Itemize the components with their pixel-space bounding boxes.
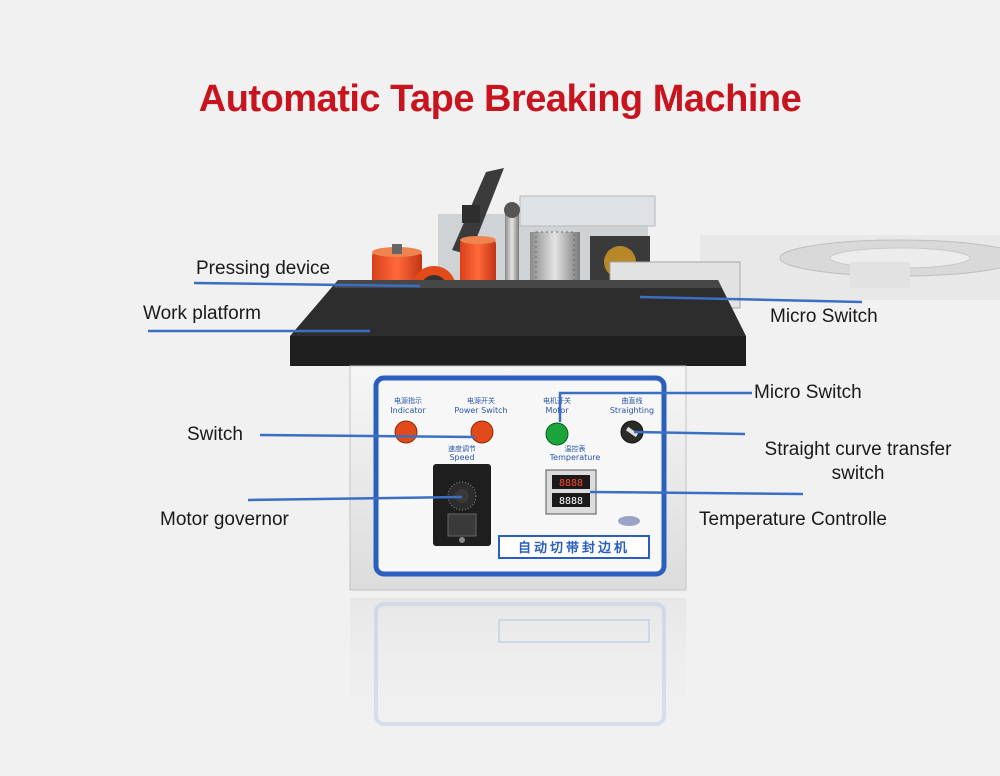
temp-display-1: 8888 <box>559 478 583 489</box>
work-platform <box>290 280 746 366</box>
straight-cn-label: 曲直线 <box>622 396 643 405</box>
tape-reel <box>700 235 1000 300</box>
callout-micro-switch-motor: Micro Switch <box>754 382 862 403</box>
temp-en-label: Temperature <box>549 453 601 462</box>
temp-display-2: 8888 <box>559 496 583 507</box>
indicator-cn-label: 电源指示 <box>394 396 422 405</box>
leader-micro-switch-top <box>639 295 863 304</box>
leader-straight-curve <box>633 430 746 436</box>
callout-pressing-device: Pressing device <box>196 258 331 279</box>
straight-en-label: Straighting <box>610 406 654 415</box>
power-indicator-light <box>394 420 418 444</box>
motor-en-label: Motor <box>545 406 569 415</box>
callout-straight-curve-line1: Straight curve transfer <box>764 439 952 460</box>
callout-switch: Switch <box>187 424 243 445</box>
callout-motor-governor: Motor governor <box>160 509 289 530</box>
power-en-label: Power Switch <box>454 406 507 415</box>
temp-cn-label: 温控表 <box>565 444 586 453</box>
leader-micro-switch-motor <box>558 391 752 422</box>
leader-lines <box>148 281 863 502</box>
floor-reflection <box>350 598 686 758</box>
motor-cn-label: 电机开关 <box>543 396 571 405</box>
brand-badge <box>618 516 640 526</box>
speed-cn-label: 速度调节 <box>448 444 476 453</box>
speed-en-label: Speed <box>449 453 474 462</box>
page-title: Automatic Tape Breaking Machine <box>198 78 802 120</box>
power-cn-label: 电源开关 <box>467 396 495 405</box>
temperature-controller[interactable]: 8888 8888 <box>545 469 597 515</box>
callout-straight-curve-switch: Straight curve transfer switch <box>745 438 971 486</box>
indicator-en-label: Indicator <box>390 406 426 415</box>
motor-switch-button[interactable] <box>545 422 569 446</box>
callout-micro-switch-top: Micro Switch <box>770 306 878 327</box>
power-switch-button[interactable] <box>470 420 494 444</box>
nameplate-text: 自动切带封边机 <box>518 540 630 556</box>
nameplate <box>498 535 650 559</box>
leader-temperature <box>589 490 804 496</box>
leader-switch <box>259 433 476 439</box>
control-panel: 电源指示 Indicator 电源开关 Power Switch 电机开关 Mo… <box>390 396 654 559</box>
leader-motor-governor <box>247 495 463 502</box>
callout-straight-curve-line2: switch <box>831 463 885 484</box>
callout-work-platform: Work platform <box>143 303 261 324</box>
callout-temperature-controller: Temperature Controlle <box>699 509 887 530</box>
leader-pressing-device <box>193 281 421 288</box>
motor-governor[interactable] <box>433 464 491 546</box>
